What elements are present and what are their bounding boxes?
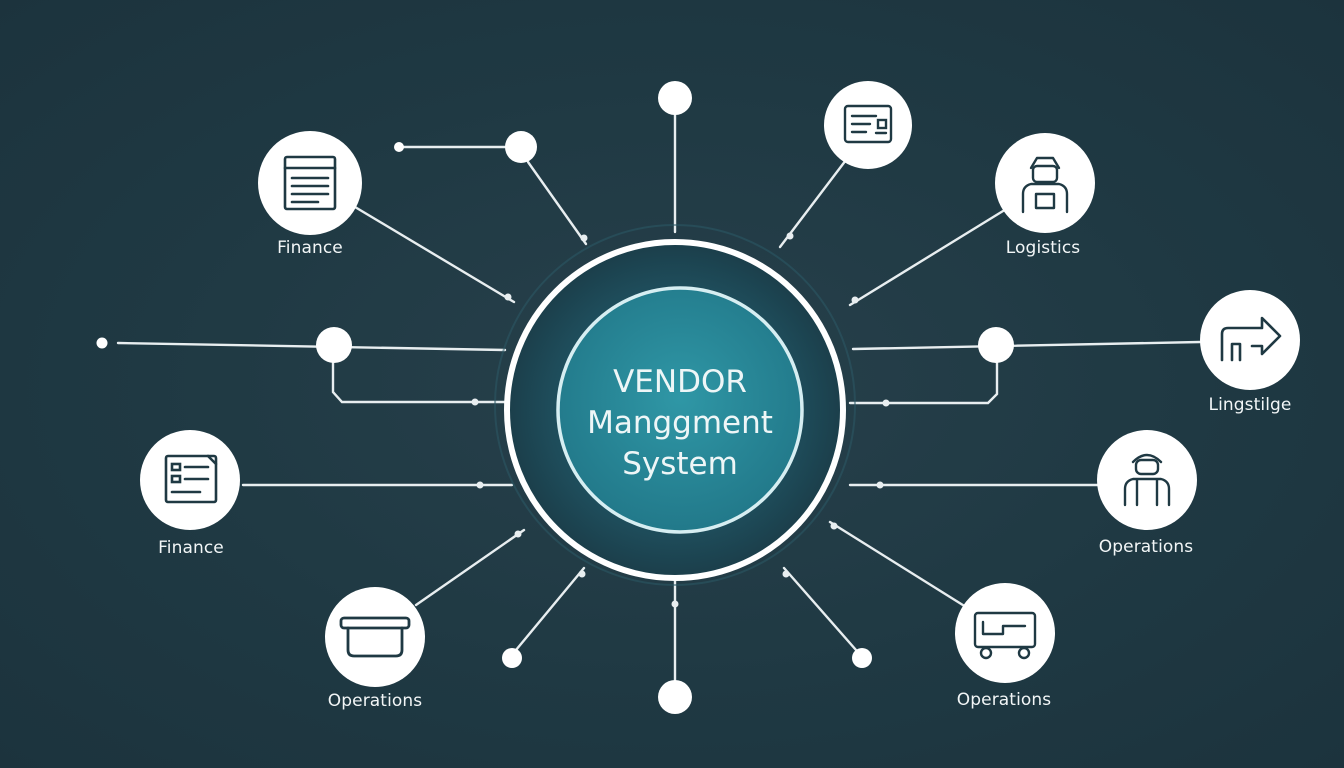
terminal-dot-bottom-left bbox=[502, 648, 522, 668]
terminal-dot-bottom-right bbox=[852, 648, 872, 668]
node-logistics[interactable] bbox=[995, 133, 1095, 233]
terminal-dot-top-left-end bbox=[394, 142, 404, 152]
label-finance-mid: Finance bbox=[158, 538, 224, 558]
truck-icon bbox=[973, 611, 1037, 660]
node-operations-bottom-left[interactable] bbox=[325, 587, 425, 687]
hub-title-line-1: VENDOR bbox=[613, 364, 747, 400]
arrow-truck-icon bbox=[1220, 316, 1282, 362]
connector-lines bbox=[116, 96, 1202, 692]
connector-bottom-right-small bbox=[782, 566, 858, 652]
connector-left-bracket bbox=[331, 358, 507, 404]
form-list-icon bbox=[164, 454, 218, 504]
label-operations-bottom-right: Operations bbox=[956, 690, 1052, 710]
hub-inner bbox=[556, 286, 804, 534]
terminal-dot-top-left bbox=[505, 131, 537, 163]
label-lingstilge: Lingstilge bbox=[1208, 395, 1292, 415]
connector-logistics bbox=[848, 209, 1005, 307]
connector-right-long bbox=[851, 340, 1202, 351]
node-lingstilge[interactable] bbox=[1200, 290, 1300, 390]
line-ticks bbox=[471, 232, 890, 608]
terminal-dot-left-end bbox=[96, 337, 108, 349]
worker-icon bbox=[1021, 156, 1069, 214]
label-operations-bottom-left: Operations bbox=[327, 691, 423, 711]
node-invoice-top[interactable] bbox=[824, 81, 912, 169]
connector-top-center bbox=[778, 158, 848, 249]
terminal-dot-right bbox=[978, 327, 1014, 363]
hub-title-line-2: Manggment bbox=[587, 405, 773, 441]
connector-top-left-diag bbox=[526, 160, 588, 246]
terminal-dots bbox=[96, 81, 1014, 714]
connector-bottom-left-small bbox=[514, 566, 586, 652]
terminal-dot-top bbox=[658, 81, 692, 115]
node-operations-bottom-right[interactable] bbox=[955, 583, 1055, 683]
hub-title: VENDOR Manggment System bbox=[562, 362, 798, 485]
invoice-card-icon bbox=[843, 104, 893, 144]
connector-operations-bottom-left bbox=[414, 528, 526, 607]
person-icon bbox=[1123, 453, 1171, 507]
label-logistics: Logistics bbox=[1005, 238, 1081, 258]
hub bbox=[494, 224, 856, 586]
connector-left-long bbox=[116, 341, 507, 352]
node-operations-right[interactable] bbox=[1097, 430, 1197, 530]
terminal-dot-bottom bbox=[658, 680, 692, 714]
label-finance-top: Finance bbox=[277, 238, 343, 258]
node-finance-mid[interactable] bbox=[140, 430, 240, 530]
connector-operations-bottom-right bbox=[828, 520, 968, 609]
connector-right-bracket bbox=[848, 360, 999, 405]
node-finance-top[interactable] bbox=[258, 131, 362, 235]
label-operations-right: Operations bbox=[1098, 537, 1194, 557]
connector-finance-top bbox=[353, 205, 516, 304]
basket-icon bbox=[339, 616, 411, 658]
terminal-dot-left bbox=[316, 327, 352, 363]
hub-title-line-3: System bbox=[622, 446, 738, 482]
document-icon bbox=[283, 155, 337, 211]
